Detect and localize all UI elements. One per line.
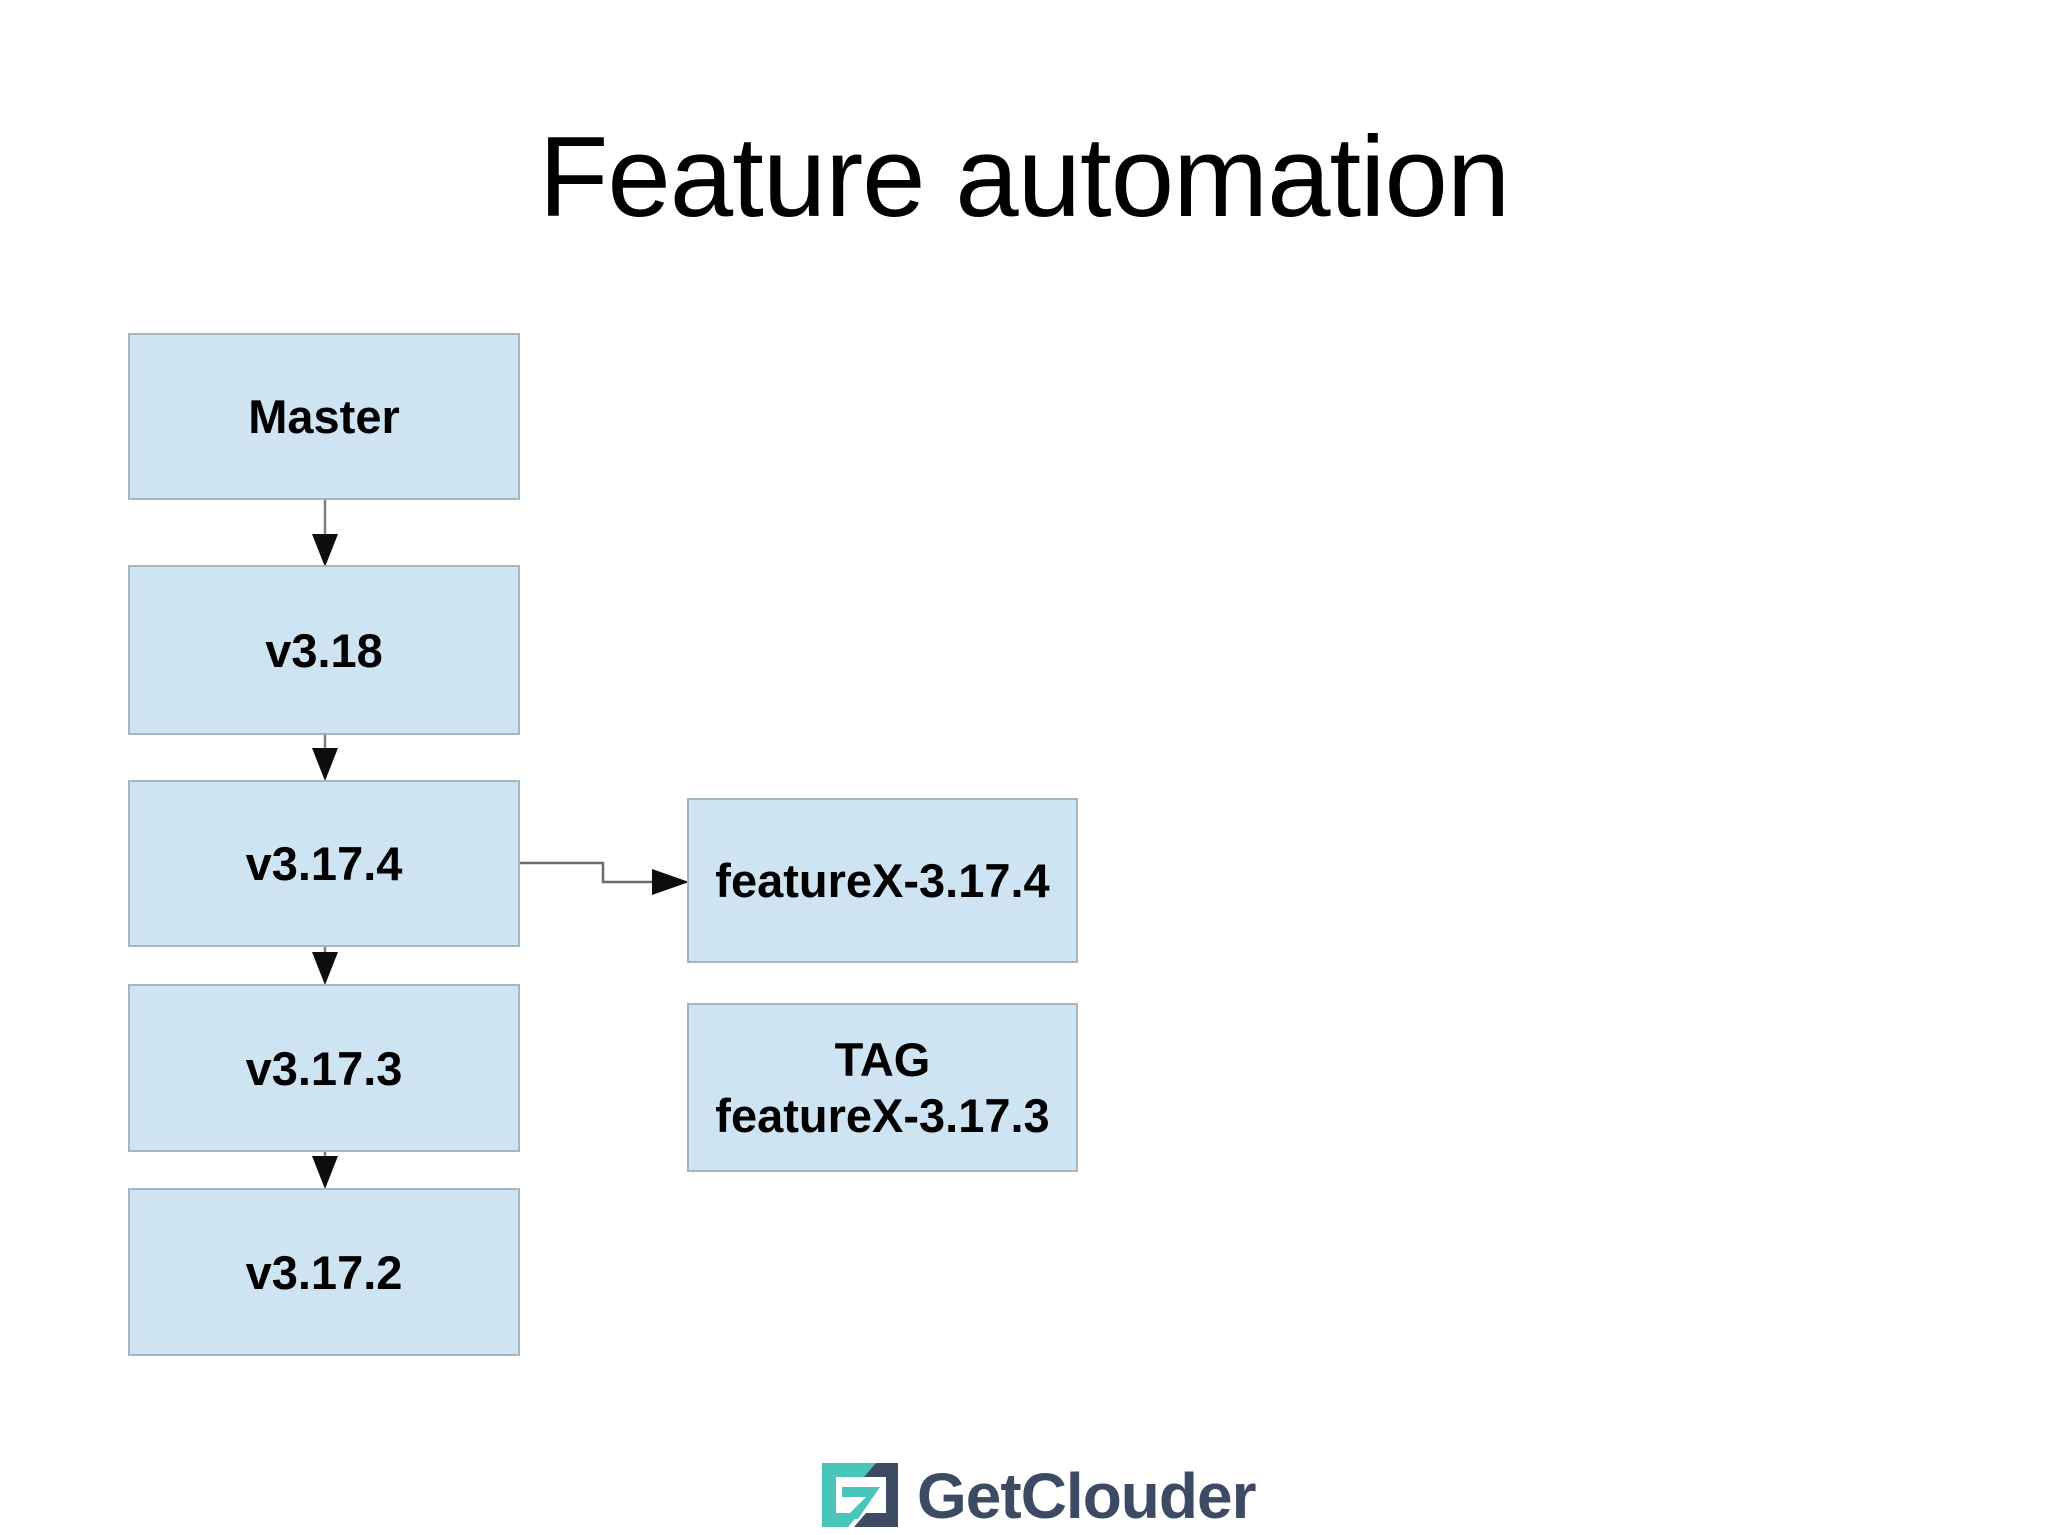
node-v3-17-2: v3.17.2	[128, 1188, 520, 1356]
page-title: Feature automation	[538, 114, 1511, 241]
node-label-line2: featureX-3.17.3	[715, 1088, 1050, 1142]
node-label-line1: TAG	[834, 1033, 931, 1087]
arrow-v318-to-v3174	[312, 735, 338, 781]
node-featurex-3-17-4: featureX-3.17.4	[687, 798, 1078, 963]
node-label: v3.17.2	[245, 1245, 403, 1299]
node-label: v3.17.3	[245, 1041, 403, 1095]
getclouder-logo: GetClouder	[820, 1460, 1256, 1532]
arrow-v3174-to-featurex	[520, 861, 689, 895]
arrow-v3173-to-v3172	[312, 1152, 338, 1189]
node-tag-featurex-3-17-3: TAG featureX-3.17.3	[687, 1003, 1078, 1172]
node-master: Master	[128, 333, 520, 500]
arrow-v3174-to-v3173	[312, 947, 338, 985]
arrow-master-to-v318	[312, 500, 338, 567]
node-v3-17-3: v3.17.3	[128, 984, 520, 1152]
node-label: v3.17.4	[245, 837, 403, 890]
node-label: v3.18	[265, 623, 383, 677]
node-v3-17-4: v3.17.4	[128, 780, 520, 947]
getclouder-logo-text: GetClouder	[917, 1460, 1256, 1532]
getclouder-logo-icon	[822, 1463, 898, 1527]
node-label: featureX-3.17.4	[715, 854, 1050, 907]
node-v3-18: v3.18	[128, 565, 520, 735]
node-label: Master	[248, 390, 400, 443]
